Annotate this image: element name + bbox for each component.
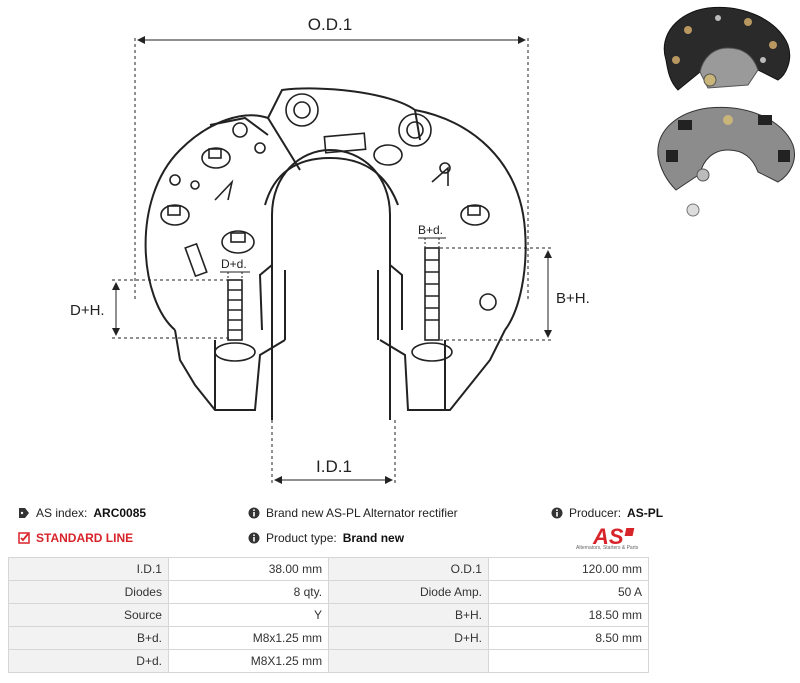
spec-value — [487, 649, 650, 673]
spec-value: 8 qty. — [167, 580, 330, 604]
standard-line-label: STANDARD LINE — [36, 531, 134, 545]
logo-tagline: Alternators, Starters & Parts — [576, 545, 639, 551]
id-label: I.D.1 — [316, 457, 352, 476]
spec-value: 38.00 mm — [167, 557, 330, 581]
bd-label: B+d. — [418, 223, 443, 237]
info-icon — [551, 507, 563, 519]
spec-value: 120.00 mm — [487, 557, 650, 581]
spec-label: D+d. — [8, 649, 169, 673]
spec-label: Diodes — [8, 580, 169, 604]
spec-value: 50 A — [487, 580, 650, 604]
dd-label: D+d. — [221, 257, 247, 271]
stud-bolts — [214, 247, 453, 362]
od-label: O.D.1 — [308, 15, 352, 34]
rectifier-terminals — [160, 93, 497, 311]
spec-value: M8x1.25 mm — [167, 626, 330, 650]
spec-label: B+d. — [8, 626, 169, 650]
spec-label: O.D.1 — [328, 557, 489, 581]
producer-row: Producer: AS-PL — [551, 506, 663, 520]
product-photos — [657, 6, 795, 217]
product-photo-top — [663, 6, 791, 91]
spec-label: B+H. — [328, 603, 489, 627]
brand-text: Brand new AS-PL Alternator rectifier — [266, 506, 458, 520]
dh-label: D+H. — [70, 302, 105, 319]
spec-label: D+H. — [328, 626, 489, 650]
product-type-row: Product type: Brand new — [248, 531, 404, 545]
as-index-label: AS index: — [36, 506, 88, 520]
rectifier-outline — [144, 87, 527, 420]
brand-row: Brand new AS-PL Alternator rectifier — [248, 506, 458, 520]
checkbox-icon — [18, 532, 30, 544]
spec-label: I.D.1 — [8, 557, 169, 581]
spec-value: Y — [167, 603, 330, 627]
spec-value: 18.50 mm — [487, 603, 650, 627]
product-type-label: Product type: — [266, 531, 337, 545]
svg-text:AS: AS — [592, 524, 624, 549]
dimension-lines — [112, 36, 552, 484]
producer-value: AS-PL — [627, 506, 664, 520]
as-index-value: ARC0085 — [93, 506, 147, 520]
info-icon — [248, 507, 260, 519]
producer-label: Producer: — [569, 506, 622, 520]
spec-label: Source — [8, 603, 169, 627]
spec-value: M8X1.25 mm — [167, 649, 330, 673]
spec-value: 8.50 mm — [487, 626, 650, 650]
as-index-row: AS index: ARC0085 — [18, 506, 146, 520]
product-photo-bottom — [657, 106, 795, 217]
rectifier-technical-drawing: O.D.1 I.D.1 D+H. B+H. D+d. B+d. — [70, 15, 590, 484]
spec-label: Diode Amp. — [328, 580, 489, 604]
as-pl-logo: AS — [592, 524, 635, 549]
spec-label — [328, 649, 489, 673]
product-type-value: Brand new — [342, 531, 405, 545]
table-row: D+d.M8X1.25 mm — [8, 649, 650, 673]
tag-icon — [19, 508, 29, 518]
bh-label: B+H. — [556, 290, 590, 307]
standard-line-row: STANDARD LINE — [18, 531, 133, 545]
info-icon — [248, 532, 260, 544]
